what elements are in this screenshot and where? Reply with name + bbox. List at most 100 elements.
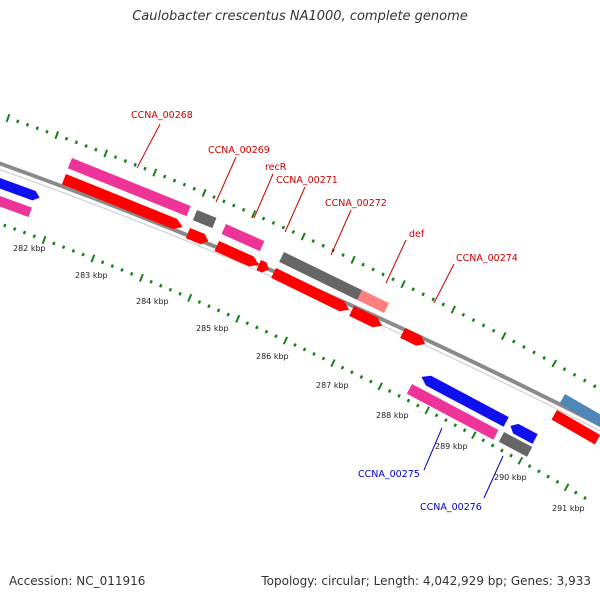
minor-tick: [491, 328, 496, 333]
minor-tick: [35, 126, 39, 131]
minor-tick: [45, 129, 49, 134]
minor-tick: [406, 398, 411, 403]
feature-gene[interactable]: [0, 192, 32, 218]
gene-label-ccna-00276[interactable]: CCNA_00276: [420, 502, 482, 513]
major-tick: [377, 382, 383, 391]
minor-tick: [22, 230, 27, 235]
major-tick: [300, 232, 306, 241]
feature-rna-ccna-00272[interactable]: [279, 252, 365, 302]
accession-label: Accession: NC_011916: [9, 574, 146, 588]
minor-tick: [81, 252, 85, 257]
feature-rna[interactable]: [192, 210, 217, 229]
minor-tick: [340, 365, 345, 370]
major-tick: [500, 332, 507, 341]
feature-reverse-cds[interactable]: [419, 372, 509, 427]
minor-tick: [143, 166, 147, 171]
minor-tick: [212, 195, 216, 199]
major-tick: [517, 456, 524, 465]
scale-label: 285 kbp: [196, 324, 229, 333]
minor-tick: [302, 347, 307, 352]
minor-tick: [216, 308, 221, 313]
minor-tick: [555, 479, 560, 484]
minor-tick: [321, 356, 326, 361]
minor-tick: [3, 223, 7, 228]
minor-tick: [542, 355, 546, 360]
minor-tick: [312, 351, 316, 356]
gene-label-ccna-00268[interactable]: CCNA_00268: [131, 110, 193, 121]
minor-tick: [359, 374, 364, 379]
minor-tick: [387, 389, 392, 394]
feature-cds[interactable]: [256, 260, 272, 275]
major-tick: [152, 168, 158, 177]
minor-tick: [537, 469, 541, 474]
minor-tick: [274, 334, 278, 339]
minor-tick: [120, 267, 124, 272]
feature-cds[interactable]: [185, 228, 211, 246]
minor-tick: [245, 321, 249, 326]
major-tick: [138, 273, 144, 282]
feature-cds[interactable]: [551, 410, 600, 445]
gene-label-ccna-00274[interactable]: CCNA_00274: [456, 253, 518, 264]
minor-tick: [416, 403, 420, 408]
feature-gene-ccna-00268[interactable]: [67, 158, 191, 217]
minor-tick: [311, 239, 315, 244]
minor-tick: [100, 260, 105, 265]
major-tick: [400, 280, 406, 289]
gene-labels: CCNA_00268 CCNA_00269 recR CCNA_00271 CC…: [131, 110, 518, 513]
minor-tick: [471, 318, 476, 323]
minor-tick: [511, 339, 516, 344]
minor-tick: [453, 423, 458, 428]
minor-tick: [411, 287, 415, 292]
minor-tick: [341, 253, 345, 258]
minor-tick: [32, 234, 36, 239]
minor-tick: [361, 262, 365, 267]
feature-gene-recr[interactable]: [221, 224, 265, 252]
minor-tick: [461, 312, 466, 317]
minor-tick: [350, 370, 354, 375]
map-title: Caulobacter crescentus NA1000, complete …: [132, 9, 468, 24]
minor-tick: [490, 443, 495, 448]
feature-cds-def[interactable]: [349, 306, 384, 331]
feature-other[interactable]: [559, 394, 600, 429]
feature-other-def[interactable]: [357, 290, 389, 314]
scale-label: 284 kbp: [136, 297, 169, 306]
scale-label: 291 kbp: [552, 504, 585, 513]
gene-label-def[interactable]: def: [409, 229, 425, 240]
feature-gene-ccna-00275[interactable]: [406, 384, 499, 440]
minor-tick: [52, 241, 56, 246]
gene-label-ccna-00269[interactable]: CCNA_00269: [208, 145, 270, 156]
gene-label-ccna-00271[interactable]: CCNA_00271: [276, 175, 338, 186]
minor-tick: [321, 243, 325, 248]
minor-tick: [421, 292, 425, 297]
label-leaders: [136, 123, 504, 499]
major-tick: [330, 359, 336, 368]
feature-rna-ccna-00276[interactable]: [498, 432, 533, 457]
minor-tick: [381, 272, 385, 277]
feature-reverse-cds[interactable]: [508, 421, 538, 444]
scale-label: 287 kbp: [316, 381, 349, 390]
minor-tick: [232, 203, 236, 208]
minor-tick: [197, 300, 202, 304]
feature-cds-ccna-00274[interactable]: [400, 328, 427, 349]
feature-reverse-cds[interactable]: [0, 174, 41, 203]
gene-label-ccna-00275[interactable]: CCNA_00275: [358, 469, 420, 480]
minor-tick: [573, 490, 578, 495]
gene-label-ccna-00272[interactable]: CCNA_00272: [325, 198, 387, 209]
major-tick: [187, 293, 193, 302]
scale-label: 286 kbp: [256, 352, 289, 361]
feature-cds-ccna-00271[interactable]: [271, 268, 351, 315]
major-tick: [471, 431, 477, 440]
minor-tick: [441, 302, 446, 307]
minor-tick: [481, 323, 486, 328]
major-tick: [251, 210, 257, 219]
minor-tick: [522, 344, 526, 349]
minor-tick: [168, 287, 173, 292]
major-tick: [41, 235, 47, 244]
feature-cds-ccna-00268[interactable]: [61, 174, 185, 232]
minor-tick: [583, 496, 587, 500]
minor-tick: [264, 329, 269, 334]
gene-label-recr[interactable]: recR: [265, 162, 287, 173]
minor-tick: [293, 343, 297, 347]
feature-cds-recr[interactable]: [214, 241, 261, 270]
